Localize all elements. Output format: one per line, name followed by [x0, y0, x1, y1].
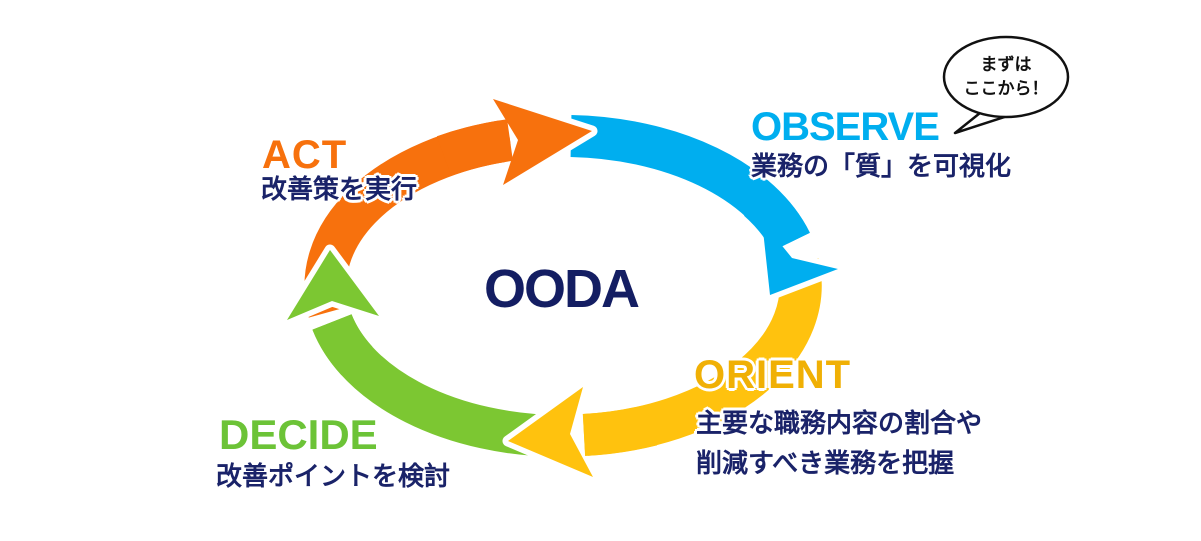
speech-bubble-text: まずは ここから！	[944, 53, 1068, 101]
observe-desc: 業務の「質」を可視化	[751, 151, 1012, 181]
decide-arrow-joint	[312, 313, 373, 376]
act-desc: 改善策を実行	[261, 174, 418, 204]
orient-arrow-head	[502, 381, 599, 483]
orient-desc: 主要な職務内容の割合や 削減すべき業務を把握	[696, 403, 982, 483]
ooda-center-label: OODA	[484, 259, 640, 319]
orient-label: ORIENT	[694, 353, 852, 397]
decide-desc: 改善ポイントを検討	[216, 461, 451, 491]
decide-arrow-head	[281, 244, 385, 326]
observe-label: OBSERVE	[751, 105, 940, 149]
orient-desc-line2: 削減すべき業務を把握	[696, 448, 955, 478]
decide-label: DECIDE	[219, 411, 378, 458]
speech-bubble-line2: ここから！	[963, 79, 1049, 98]
observe-arrow-joint	[743, 184, 810, 252]
act-label: ACT	[262, 133, 348, 177]
act-arrow-joint	[436, 119, 514, 176]
act-arrow-head	[487, 93, 598, 191]
orient-arrow-joint	[582, 404, 658, 456]
speech-bubble	[942, 35, 1070, 119]
speech-bubble-line1: まずは	[980, 55, 1032, 74]
orient-desc-line1: 主要な職務内容の割合や	[696, 408, 983, 438]
